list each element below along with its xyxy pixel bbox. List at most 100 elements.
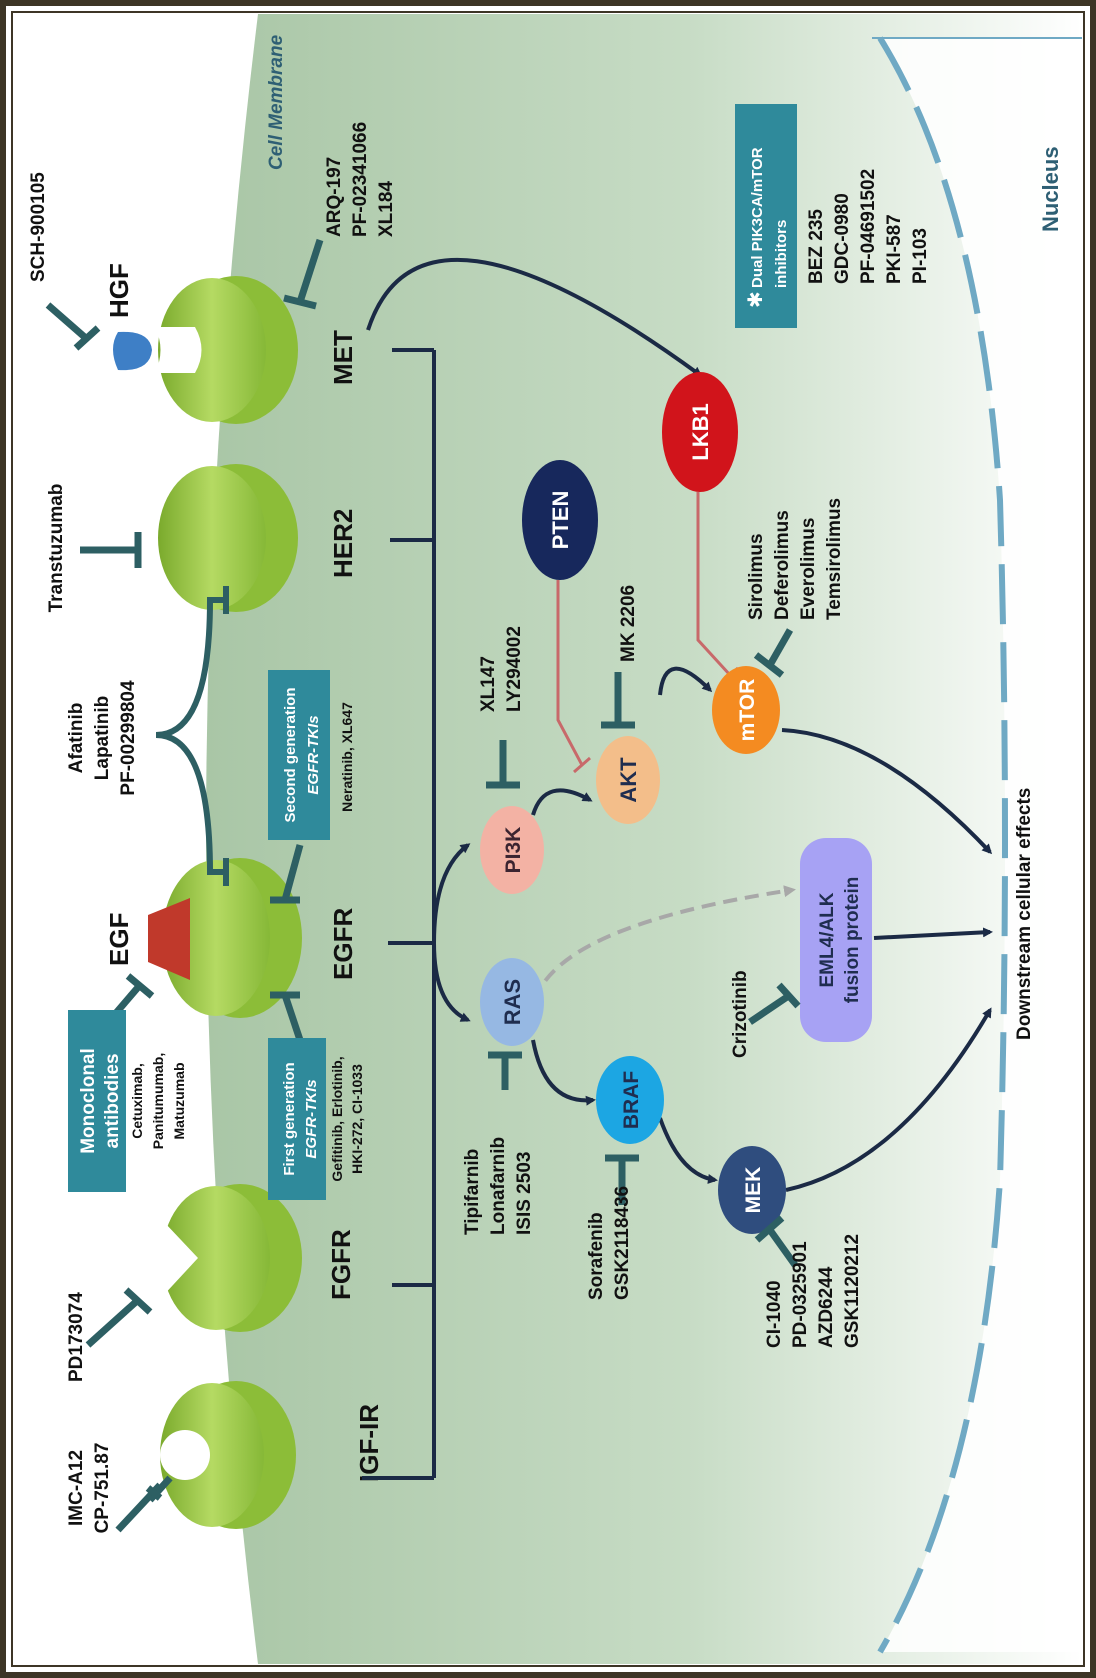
node-lkb1: LKB1 bbox=[662, 372, 738, 492]
egf-label: EGF bbox=[104, 913, 134, 966]
node-label-mek: MEK bbox=[742, 1167, 765, 1214]
drug-label-met-0: ARQ-197 bbox=[324, 157, 345, 237]
drug-label-dual-2: PF-04691502 bbox=[858, 169, 879, 284]
cell-membrane-label: Cell Membrane bbox=[266, 34, 287, 170]
receptor-egfr: EGF EGFR bbox=[104, 858, 358, 1018]
downstream-effects-label: Downstream cellular effects bbox=[1014, 788, 1035, 1040]
box-monoclonal-line2: antibodies bbox=[102, 1053, 123, 1148]
drug-label-met-2: XL184 bbox=[376, 181, 397, 237]
drug-label-igfir-1: CP-751.87 bbox=[92, 1443, 113, 1534]
receptor-label-fgfr: FGFR bbox=[326, 1229, 356, 1300]
drug-label-mtor-1: Deferolimus bbox=[772, 510, 793, 620]
box-monoclonal-line1: Monoclonal bbox=[78, 1048, 99, 1154]
hgf-ligand-icon bbox=[113, 331, 152, 371]
box-monoclonal-antibodies: Monoclonal antibodies bbox=[68, 1010, 126, 1192]
drug-label-monoclonal-1: Panitumumab, bbox=[150, 1053, 166, 1149]
node-eml4-alk: EML4/ALK fusion protein bbox=[800, 838, 872, 1042]
drug-label-afatinib-2: PF-00299804 bbox=[118, 680, 139, 796]
drug-label-monoclonal-0: Cetuximab, bbox=[129, 1063, 145, 1138]
node-label-akt: AKT bbox=[616, 757, 641, 803]
afatinib-brace bbox=[155, 586, 229, 886]
drug-label-dual-3: PKI-587 bbox=[884, 214, 905, 284]
pathway-arrows bbox=[366, 257, 993, 1192]
drug-label-hgf-0: SCH-900105 bbox=[28, 172, 49, 282]
node-akt: AKT bbox=[596, 736, 660, 824]
drug-label-first_gen-1: HKI-272, CI-1033 bbox=[349, 1064, 365, 1174]
drug-label-met-1: PF-02341066 bbox=[350, 122, 371, 237]
receptor-label-met: MET bbox=[328, 330, 358, 385]
drug-label-monoclonal-2: Matuzumab bbox=[171, 1063, 187, 1140]
box-first-gen-line1: First generation bbox=[281, 1062, 298, 1175]
drug-label-mtor-3: Temsirolimus bbox=[824, 498, 845, 620]
drug-label-ras-2: ISIS 2503 bbox=[514, 1152, 535, 1235]
drug-label-dual-1: GDC-0980 bbox=[832, 193, 853, 284]
nucleus bbox=[880, 38, 1082, 1652]
drug-label-pi3k-1: LY294002 bbox=[504, 626, 525, 712]
node-label-pten: PTEN bbox=[548, 491, 573, 550]
node-braf: BRAF bbox=[596, 1056, 664, 1144]
node-label-lkb1: LKB1 bbox=[688, 403, 713, 460]
drug-label-braf-0: Sorafenib bbox=[586, 1212, 607, 1300]
node-pten: PTEN bbox=[522, 460, 598, 580]
drug-label-mek-0: CI-1040 bbox=[764, 1280, 785, 1348]
drug-label-mtor-2: Everolimus bbox=[798, 518, 819, 620]
drug-label-dual-0: BEZ 235 bbox=[806, 209, 827, 284]
box-first-generation: First generation EGFR-TKIs bbox=[268, 1038, 326, 1200]
receptor-label-egfr: EGFR bbox=[328, 908, 358, 980]
node-mek: MEK bbox=[718, 1146, 786, 1234]
drug-label-igfir-0: IMC-A12 bbox=[66, 1450, 87, 1526]
receptor-igfir: IGF-IR bbox=[160, 1381, 384, 1529]
drug-label-mtor-0: Sirolimus bbox=[746, 533, 767, 620]
receptor-label-her2: HER2 bbox=[328, 509, 358, 578]
drug-label-akt-0: MK 2206 bbox=[618, 585, 639, 662]
drug-label-fgfr-0: PD173074 bbox=[66, 1292, 87, 1382]
receptor-label-igfir: IGF-IR bbox=[354, 1404, 384, 1482]
ras-eml4-dashed-arrow bbox=[533, 885, 796, 1001]
receptor-pocket bbox=[160, 1430, 210, 1480]
drug-label-mek-2: AZD6244 bbox=[816, 1266, 837, 1348]
box-second-gen-line2: EGFR-TKIs bbox=[305, 715, 322, 794]
drug-label-braf-1: GSK2118436 bbox=[612, 1186, 633, 1300]
node-ras: RAS bbox=[480, 958, 544, 1046]
node-pi3k: PI3K bbox=[480, 806, 544, 894]
hgf-label: HGF bbox=[104, 263, 134, 318]
box-dual-line1: Dual PIK3CA/mTOR bbox=[749, 147, 766, 288]
box-dual-inhibitors: ✱ Dual PIK3CA/mTOR inhibitors bbox=[735, 104, 797, 328]
node-label-pi3k: PI3K bbox=[502, 827, 525, 874]
node-label-eml4-line1: EML4/ALK bbox=[817, 892, 838, 987]
drug-label-her2-0: Transtuzumab bbox=[46, 484, 67, 613]
nucleus-label: Nucleus bbox=[1038, 146, 1063, 232]
node-label-eml4-line2: fusion protein bbox=[842, 877, 863, 1004]
node-label-braf: BRAF bbox=[620, 1071, 643, 1129]
inhibitor-tbar-icons bbox=[45, 238, 801, 1533]
nuclear-envelope bbox=[877, 36, 1008, 1654]
receptor-bracket bbox=[362, 348, 471, 1480]
box-dual-line2: inhibitors bbox=[773, 220, 790, 288]
box-first-gen-line2: EGFR-TKIs bbox=[303, 1079, 320, 1158]
node-mtor: mTOR bbox=[712, 666, 780, 754]
receptor-her2: HER2 bbox=[158, 464, 358, 612]
box-second-gen-line1: Second generation bbox=[282, 687, 299, 822]
drug-label-first_gen-0: Gefitinib, Erlotinib, bbox=[329, 1056, 345, 1181]
drug-label-eml4-0: Crizotinib bbox=[730, 970, 751, 1058]
box-second-generation: Second generation EGFR-TKIs bbox=[268, 670, 330, 840]
drug-label-afatinib-0: Afatinib bbox=[66, 703, 87, 774]
asterisk-icon: ✱ bbox=[745, 291, 767, 308]
drug-label-afatinib-1: Lapatinib bbox=[92, 696, 113, 780]
receptor-fgfr: FGFR bbox=[148, 1184, 356, 1332]
node-label-ras: RAS bbox=[500, 979, 525, 1025]
drug-label-pi3k-0: XL147 bbox=[478, 656, 499, 712]
drug-label-mek-3: GSK1120212 bbox=[842, 1234, 863, 1348]
drug-label-mek-1: PD-0325901 bbox=[790, 1241, 811, 1348]
drug-label-ras-0: Tipifarnib bbox=[462, 1149, 483, 1235]
receptor-cleft bbox=[148, 1205, 198, 1312]
drug-label-dual-4: PI-103 bbox=[910, 228, 931, 284]
drug-label-second_gen-0: Neratinib, XL647 bbox=[339, 702, 355, 812]
cytoplasm bbox=[206, 14, 1082, 1664]
drug-label-ras-1: Lonafarnib bbox=[488, 1137, 509, 1235]
egf-ligand-icon bbox=[148, 898, 190, 980]
receptor-met: HGF MET bbox=[104, 263, 358, 424]
node-label-mtor: mTOR bbox=[736, 679, 759, 742]
